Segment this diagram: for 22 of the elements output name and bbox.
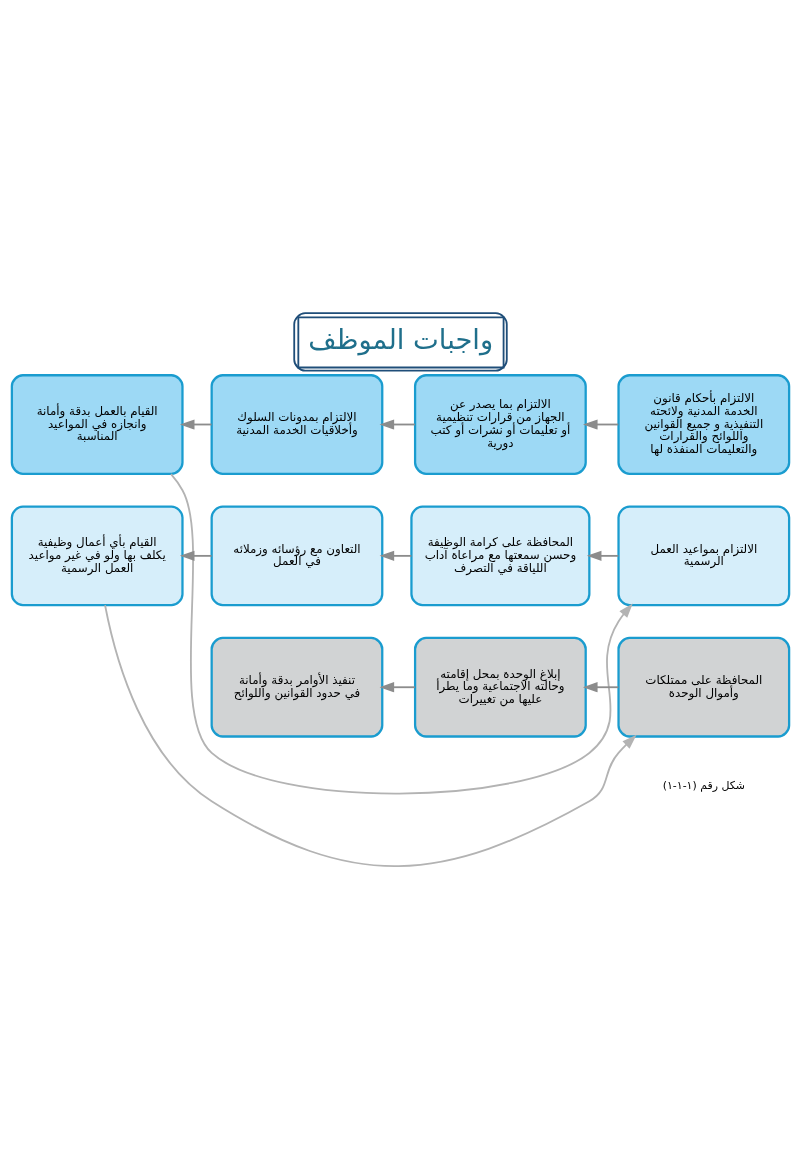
node-box: المحافظة على كرامة الوظيفة وحسن سمعتها مع مراعاة آداب اللياقة في التصرف [410, 505, 591, 607]
arrow [586, 550, 620, 561]
node-box: الالتزام بما يصدر عن الجهاز من قرارات تنظيمية أو تعليمات أو نشرات أو كتب دورية [413, 374, 587, 475]
node-box: التعاون مع رؤسائه وزملائه في العمل [210, 505, 384, 607]
arrow [104, 604, 637, 867]
arrow [170, 473, 633, 795]
caption: شكل رقم (١-١-١) [662, 778, 745, 792]
arrow [179, 550, 213, 561]
node-box: الالتزام بمواعيد العمل الرسمية [617, 505, 791, 607]
arrow [582, 682, 620, 693]
arrow [582, 419, 620, 430]
node-box: إبلاغ الوحدة بمحل إقامته وحالته الاجتماعية وما يطرأ عليها من تغييرات [413, 636, 587, 738]
diagram-title: واجبات الموظف [308, 324, 494, 356]
node-box: المحافظة على ممتلكات وأموال الوحدة [617, 636, 791, 738]
arrow [379, 682, 416, 693]
node-box: القيام بالعمل بدقة وأمانة وانجازه في المواعيد المناسبة [10, 374, 184, 475]
arrow [379, 550, 413, 561]
node-box: الالتزام بأحكام قانون الخدمة المدنية ولائحته التنفيذية و جميع القوانين واللوائح والقرارات والتعليمات المنفذة لها [617, 374, 791, 475]
arrow [379, 419, 416, 430]
node-box: الالتزام بمدونات السلوك وأخلاقيات الخدمة المدنية [210, 374, 384, 475]
node-box: القيام بأي أعمال وظيفية يكلف بها ولو في غير مواعيد العمل الرسمية [10, 505, 184, 607]
node-box: تنفيذ الأوامر بدقة وأمانة في حدود القوانين واللوائح [210, 636, 384, 738]
